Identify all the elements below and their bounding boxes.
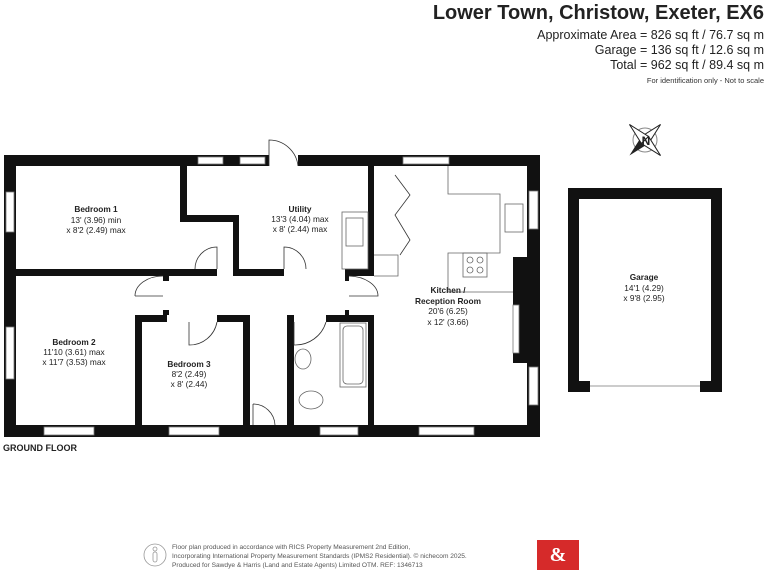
footer-credits: Floor plan produced in accordance with R… (172, 543, 467, 570)
bath-icon (339, 322, 367, 388)
garage-area: Garage = 136 sq ft / 12.6 sq m (594, 43, 764, 57)
fixtures (294, 166, 524, 410)
utility-counter (341, 211, 369, 270)
svg-text:x 11'7 (3.53) max: x 11'7 (3.53) max (42, 357, 106, 367)
floor-label: GROUND FLOOR (3, 443, 77, 453)
total-area: Total = 962 sq ft / 89.4 sq m (610, 58, 764, 72)
svg-text:x 9'8 (2.95): x 9'8 (2.95) (623, 293, 664, 303)
compass-north-label: N (642, 134, 651, 148)
room-garage: Garage 14'1 (4.29) x 9'8 (2.95) (623, 272, 664, 303)
logo-ampersand: & (549, 544, 567, 566)
footer-line-2: Incorporating International Property Mea… (172, 553, 467, 560)
room-bedroom-3: Bedroom 3 8'2 (2.49) x 8' (2.44) (167, 359, 211, 389)
svg-text:Bedroom 1: Bedroom 1 (74, 204, 118, 214)
kitchen-sink-icon (504, 203, 524, 233)
svg-text:Kitchen /: Kitchen / (430, 285, 466, 295)
svg-text:Bedroom 3: Bedroom 3 (167, 359, 211, 369)
agent-logo: & (537, 540, 579, 570)
svg-text:Reception Room: Reception Room (415, 296, 481, 306)
footer-line-1: Floor plan produced in accordance with R… (172, 544, 411, 551)
rics-person-icon (143, 543, 167, 567)
svg-text:x 8' (2.44) max: x 8' (2.44) max (273, 224, 328, 234)
windows (5, 156, 700, 436)
room-bedroom-2: Bedroom 2 11'10 (3.61) max x 11'7 (3.53)… (42, 337, 106, 367)
svg-text:Garage: Garage (630, 272, 659, 282)
svg-text:20'6 (6.25): 20'6 (6.25) (428, 306, 468, 316)
svg-text:13'3 (4.04) max: 13'3 (4.04) max (271, 214, 329, 224)
room-bedroom-1: Bedroom 1 13' (3.96) min x 8'2 (2.49) ma… (66, 204, 126, 235)
approximate-area: Approximate Area = 826 sq ft / 76.7 sq m (537, 28, 764, 42)
toilet-icon (298, 390, 324, 410)
footer-line-3: Produced for Sawdye & Harris (Land and E… (172, 562, 423, 569)
basin-icon (294, 348, 312, 370)
svg-text:x 8'2 (2.49) max: x 8'2 (2.49) max (66, 225, 126, 235)
svg-text:Utility: Utility (288, 204, 311, 214)
svg-text:13' (3.96) min: 13' (3.96) min (71, 215, 122, 225)
svg-text:8'2 (2.49): 8'2 (2.49) (172, 369, 207, 379)
svg-text:x 12' (3.66): x 12' (3.66) (427, 317, 468, 327)
hob-icon (462, 252, 488, 278)
svg-text:14'1 (4.29): 14'1 (4.29) (624, 283, 664, 293)
disclaimer: For identification only - Not to scale (646, 76, 764, 85)
property-title: Lower Town, Christow, Exeter, EX6 (432, 2, 764, 24)
svg-text:Bedroom 2: Bedroom 2 (52, 337, 96, 347)
doors (134, 139, 411, 426)
room-utility: Utility 13'3 (4.04) max x 8' (2.44) max (271, 204, 329, 234)
sink-icon (345, 217, 364, 247)
room-kitchen-reception: Kitchen / Reception Room 20'6 (6.25) x 1… (415, 285, 481, 327)
svg-text:11'10 (3.61) max: 11'10 (3.61) max (43, 347, 105, 357)
svg-text:x 8' (2.44): x 8' (2.44) (171, 379, 208, 389)
compass-icon (629, 124, 661, 156)
